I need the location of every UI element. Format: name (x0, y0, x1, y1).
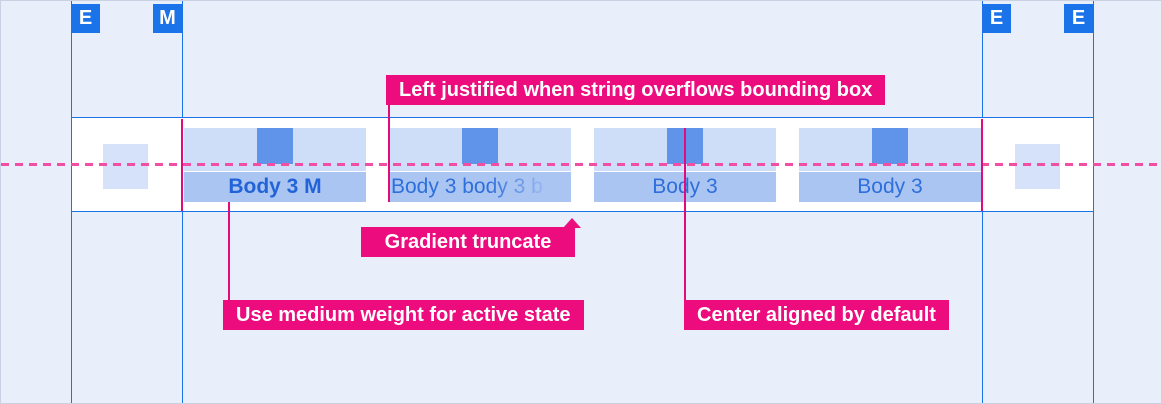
connector-medium-weight (228, 202, 230, 301)
trailing-placeholder-square (1015, 144, 1060, 189)
connector-left-justified (388, 105, 390, 202)
content-edge-line-right (981, 119, 983, 211)
annotation-medium-weight: Use medium weight for active state (223, 300, 584, 330)
annotation-gradient-truncate: Gradient truncate (361, 227, 575, 257)
spacing-badge-m-left-inner: M (153, 4, 182, 33)
spacing-badge-e-right-inner: E (982, 4, 1011, 33)
leading-placeholder-square (103, 144, 148, 189)
spacing-badge-e-left-outer: E (71, 4, 100, 33)
center-dashed-line (1, 163, 1161, 166)
gradient-truncate-fade (486, 172, 571, 202)
tab-2-overflow[interactable]: Body 3 body 3 b (389, 172, 571, 202)
spacing-badge-e-right-outer: E (1064, 4, 1093, 33)
annotation-center-aligned: Center aligned by default (684, 300, 949, 330)
tab-1-active[interactable]: Body 3 M (184, 172, 366, 202)
content-edge-line-left (181, 119, 183, 211)
tab-4[interactable]: Body 3 (799, 172, 981, 202)
tab-4-icon-indicator (872, 128, 908, 164)
annotation-left-justified: Left justified when string overflows bou… (386, 75, 886, 105)
tab-1-icon-indicator (257, 128, 293, 164)
connector-center-aligned (684, 128, 686, 300)
gradient-truncate-caret-icon (563, 218, 581, 228)
tab-2-icon-indicator (462, 128, 498, 164)
